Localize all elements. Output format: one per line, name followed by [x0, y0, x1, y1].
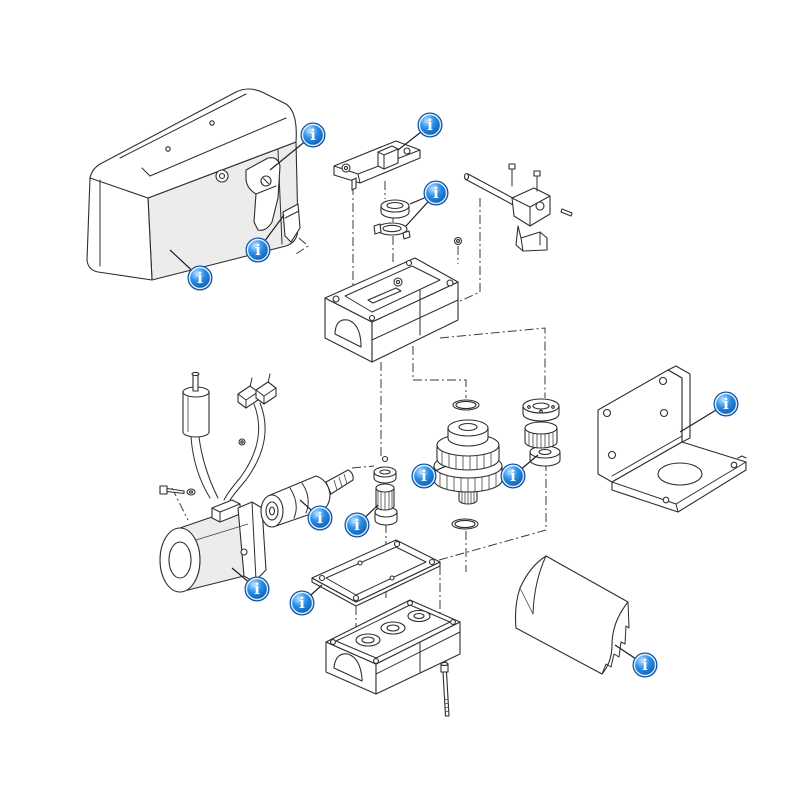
info-label: i	[255, 241, 261, 259]
gearbox-upper-housing	[324, 257, 459, 363]
screw	[533, 170, 541, 192]
info-label: i	[421, 467, 427, 485]
gearbox-lower-housing	[325, 599, 461, 695]
gasket	[311, 539, 441, 607]
ring-upper	[380, 199, 410, 219]
idler-gear	[522, 398, 561, 467]
info-icon	[300, 122, 326, 148]
mounting-bracket	[597, 365, 747, 513]
info-button-idler-gear[interactable]: i	[500, 454, 539, 489]
lock-latch	[282, 203, 301, 243]
motor-wires	[190, 373, 271, 501]
info-button-pinion[interactable]: i	[344, 504, 379, 538]
info-icon	[344, 512, 370, 538]
info-label: i	[354, 516, 360, 534]
info-button-lock[interactable]: i	[245, 214, 285, 263]
info-icon	[713, 391, 739, 417]
info-icon	[244, 576, 270, 602]
housing-bolt	[440, 661, 450, 717]
info-icon	[289, 590, 315, 616]
oring-top	[452, 399, 480, 411]
motor-coupling	[260, 469, 354, 528]
lock-handle	[215, 157, 281, 231]
info-label: i	[427, 116, 433, 134]
info-button-motor[interactable]: i	[231, 567, 270, 602]
motor-screw	[159, 485, 196, 496]
ground-screw	[238, 438, 246, 446]
oring-bottom	[451, 518, 479, 530]
linkage-assembly	[463, 163, 573, 252]
info-icon	[632, 652, 658, 678]
main-gear	[433, 419, 503, 505]
ring-lower	[373, 222, 411, 240]
info-icon	[500, 463, 526, 489]
info-label: i	[723, 395, 729, 413]
wire-connector	[237, 381, 277, 409]
info-icon	[187, 265, 213, 291]
info-label: i	[254, 580, 260, 598]
info-button-coupling[interactable]: i	[299, 499, 333, 531]
info-icon	[417, 112, 443, 138]
info-label: i	[510, 467, 516, 485]
info-label: i	[642, 656, 648, 674]
info-button-main-gear[interactable]: i	[411, 463, 447, 489]
info-button-rings[interactable]: i	[405, 180, 449, 227]
info-button-gasket[interactable]: i	[289, 584, 323, 616]
info-icon	[245, 237, 271, 263]
top-bracket	[333, 140, 421, 191]
info-button-grease[interactable]: i	[614, 644, 658, 678]
info-icon	[411, 463, 437, 489]
info-icon	[423, 180, 449, 206]
info-label: i	[197, 269, 203, 287]
capacitor	[182, 371, 210, 438]
info-button-cover-top[interactable]: i	[269, 122, 326, 171]
info-button-mounting-bracket[interactable]: i	[679, 391, 739, 433]
info-label: i	[299, 594, 305, 612]
info-label: i	[317, 509, 323, 527]
small-nut	[453, 236, 463, 246]
grease-tube	[514, 555, 630, 675]
info-button-top-bracket[interactable]: i	[397, 112, 443, 151]
screw	[508, 163, 516, 187]
pinion-shaft	[373, 455, 398, 526]
info-label: i	[433, 184, 439, 202]
info-button-cover[interactable]: i	[169, 249, 213, 291]
info-label: i	[310, 126, 316, 144]
electric-motor	[159, 499, 267, 593]
info-icon	[307, 505, 333, 531]
